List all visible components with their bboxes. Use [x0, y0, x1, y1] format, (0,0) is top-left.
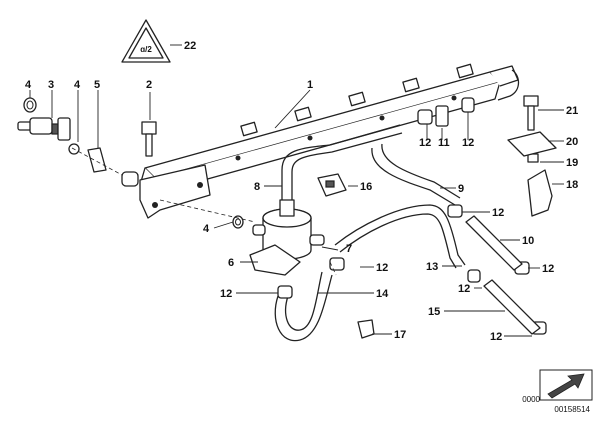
bracket: [527, 169, 553, 217]
callout-11: 11: [438, 137, 450, 149]
bolt: [141, 121, 157, 157]
callout-14: 14: [376, 288, 389, 300]
corner-arrow-icon: [539, 369, 593, 401]
sensor: [317, 173, 347, 197]
callout-12: 12: [458, 283, 470, 295]
clip: [357, 319, 375, 339]
callout-6: 6: [228, 257, 234, 269]
image-code-overlay: 0000: [522, 395, 540, 404]
callout-labels: 1 2 3 4 4 4 5 6 7 8 9 10 11 12 12 12 12 …: [25, 40, 578, 343]
fuel-line: [465, 215, 541, 335]
callout-12: 12: [490, 331, 502, 343]
hose: [381, 143, 461, 199]
clip: [87, 147, 107, 173]
pressure-regulator: [249, 199, 325, 276]
callout-4: 4: [25, 79, 32, 91]
hose: [291, 132, 403, 200]
callout-12: 12: [542, 263, 554, 275]
hose: [274, 274, 333, 342]
callout-1: 1: [307, 79, 313, 91]
hose: [281, 124, 401, 200]
hose: [285, 271, 323, 331]
clamp: [507, 131, 557, 157]
callout-13: 13: [426, 261, 438, 273]
callout-5: 5: [94, 79, 100, 91]
callout-3: 3: [48, 79, 54, 91]
injector: [17, 117, 80, 155]
callout-12: 12: [492, 207, 504, 219]
hose: [334, 204, 466, 266]
callout-12: 12: [462, 137, 474, 149]
warning-symbol-text: ɑ/2: [140, 45, 152, 54]
callout-15: 15: [428, 306, 440, 318]
warning-triangle-icon: ɑ/2: [121, 19, 171, 63]
hose: [339, 213, 457, 269]
leader-lines: [29, 44, 564, 337]
callout-18: 18: [566, 179, 578, 191]
callout-20: 20: [566, 136, 578, 148]
image-code: 00158514: [554, 405, 590, 414]
callout-4: 4: [203, 223, 210, 235]
callout-19: 19: [566, 157, 578, 169]
callout-16: 16: [360, 181, 372, 193]
callout-17: 17: [394, 329, 406, 341]
fuel-rail: [121, 63, 520, 219]
callout-2: 2: [146, 79, 152, 91]
callout-22: 22: [184, 40, 196, 52]
callout-8: 8: [254, 181, 260, 193]
callout-12: 12: [220, 288, 232, 300]
o-ring: [23, 97, 37, 113]
callout-12: 12: [376, 262, 388, 274]
bolt: [523, 95, 539, 131]
callout-21: 21: [566, 105, 578, 117]
callout-9: 9: [458, 183, 464, 195]
callout-12: 12: [419, 137, 431, 149]
callout-4: 4: [74, 79, 81, 91]
callout-7: 7: [346, 243, 352, 255]
hose: [371, 147, 456, 206]
callout-10: 10: [522, 235, 534, 247]
